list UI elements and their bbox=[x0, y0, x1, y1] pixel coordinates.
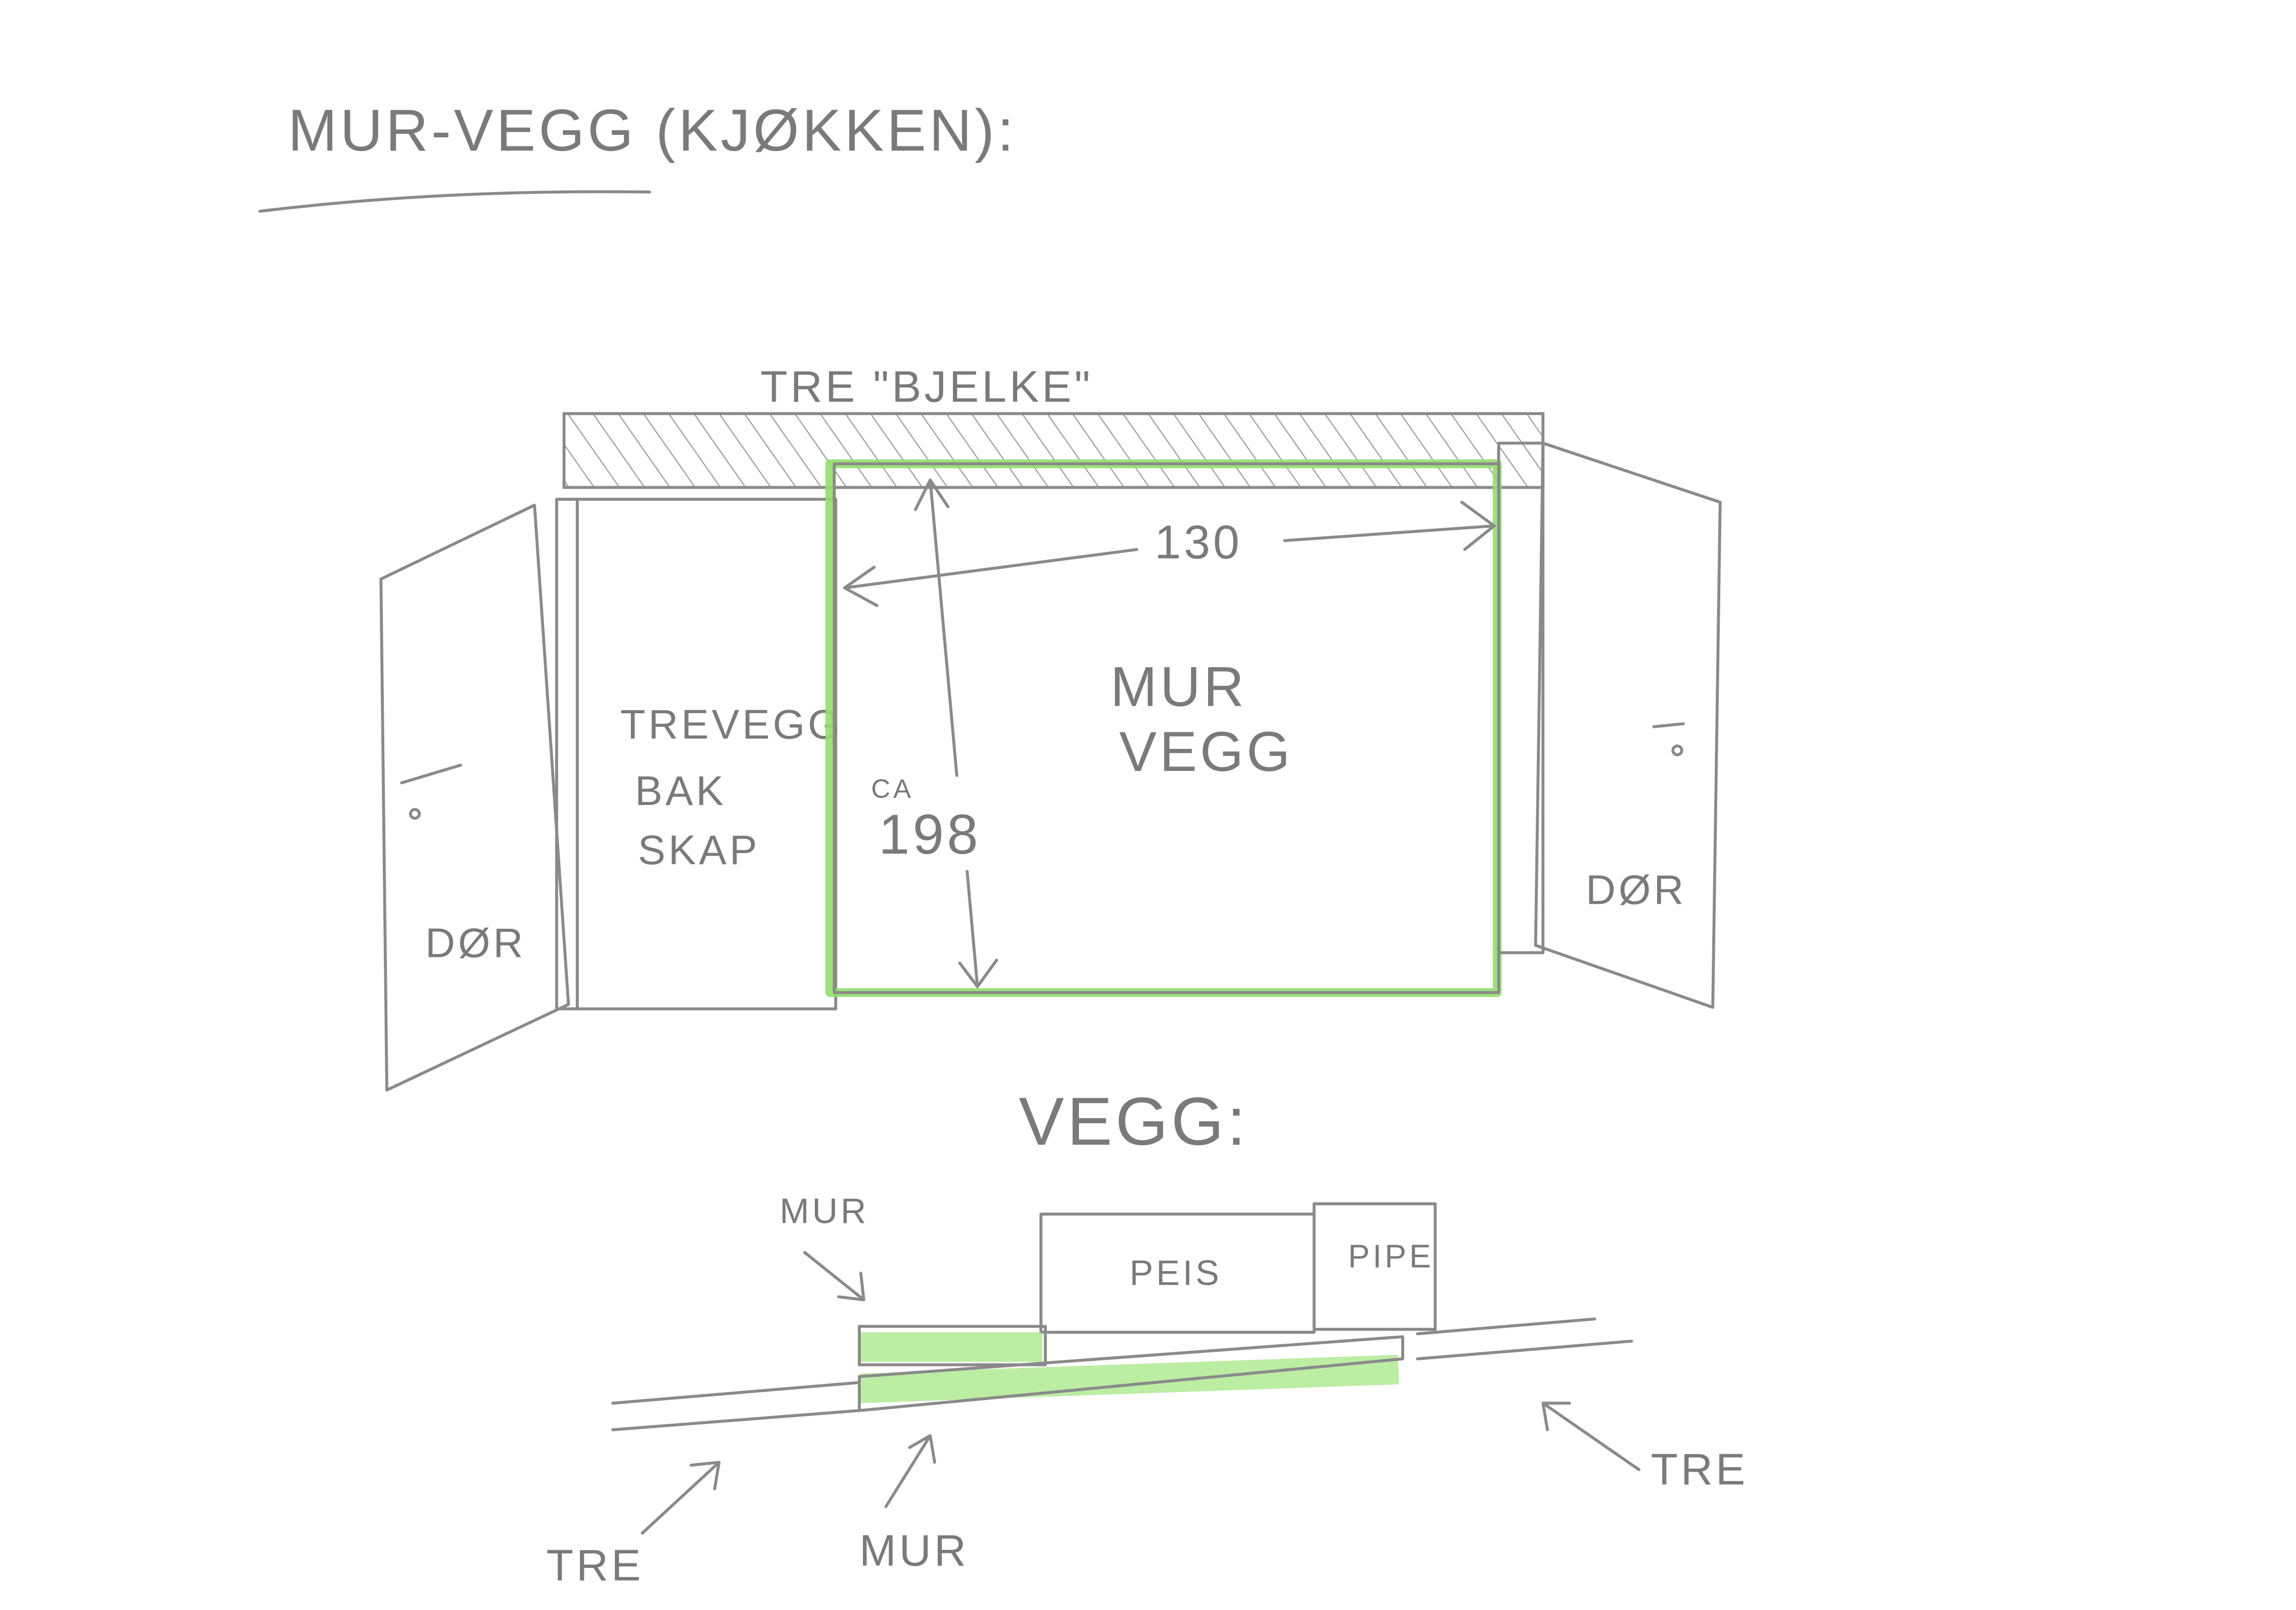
height-arrow-bottom bbox=[958, 958, 998, 988]
left-door-knob bbox=[409, 808, 421, 820]
wood-wall-left-post bbox=[555, 498, 579, 1011]
width-arrow-right bbox=[1460, 500, 1496, 551]
title-underline bbox=[258, 190, 651, 213]
masonry-wall-label: MUR VEGG bbox=[1110, 656, 1293, 783]
right-pillar bbox=[1497, 442, 1545, 954]
sketch-title: MUR-VEGG (KJØKKEN): bbox=[288, 97, 1017, 163]
plan-label-peis: PEIS bbox=[1129, 1253, 1222, 1293]
mur-upper-outline bbox=[857, 1325, 1047, 1366]
left-door-handle bbox=[400, 763, 463, 784]
plan-label-tre-left: TRE bbox=[546, 1540, 643, 1590]
beam-label: TRE "BJELKE" bbox=[761, 362, 1093, 412]
mur-top-arrow bbox=[803, 1251, 865, 1302]
plan-title: VEGG: bbox=[1019, 1083, 1249, 1159]
tre-right-wall bbox=[1416, 1317, 1633, 1360]
wood-wall-behind-cabinet bbox=[576, 498, 837, 1011]
right-door-handle bbox=[1652, 722, 1685, 728]
wood-beam bbox=[562, 412, 1545, 489]
left-door bbox=[379, 503, 570, 1092]
height-dimension-line bbox=[929, 478, 979, 988]
chimney bbox=[1312, 1202, 1437, 1331]
width-dimension-value: 130 bbox=[1155, 516, 1242, 568]
tre-left-wall bbox=[611, 1381, 861, 1432]
mur-lower-layer bbox=[859, 1354, 1399, 1403]
tre-right-arrow bbox=[1541, 1401, 1641, 1471]
plan-label-mur-top: MUR bbox=[780, 1191, 869, 1231]
left-door-label: DØR bbox=[425, 920, 526, 966]
plan-label-pipe: PIPE bbox=[1348, 1238, 1434, 1274]
wood-wall-label: TREVEGG BAK SKAP bbox=[620, 701, 857, 873]
width-arrow-left bbox=[843, 565, 879, 608]
right-door bbox=[1534, 442, 1722, 1009]
right-door-knob bbox=[1671, 744, 1684, 756]
mur-upper-layer bbox=[859, 1332, 1043, 1362]
right-door-label: DØR bbox=[1586, 867, 1687, 913]
height-arrow-top bbox=[913, 478, 950, 511]
mur-bottom-arrow bbox=[884, 1434, 937, 1508]
height-dimension-value: 198 bbox=[878, 803, 981, 866]
width-dimension-line bbox=[843, 524, 1496, 589]
plan-label-mur-bottom: MUR bbox=[859, 1526, 969, 1575]
plan-label-tre-right: TRE bbox=[1651, 1444, 1748, 1494]
mur-lower-outline bbox=[857, 1335, 1405, 1413]
height-dimension-prefix: CA bbox=[871, 774, 914, 803]
tre-left-arrow bbox=[640, 1461, 721, 1535]
